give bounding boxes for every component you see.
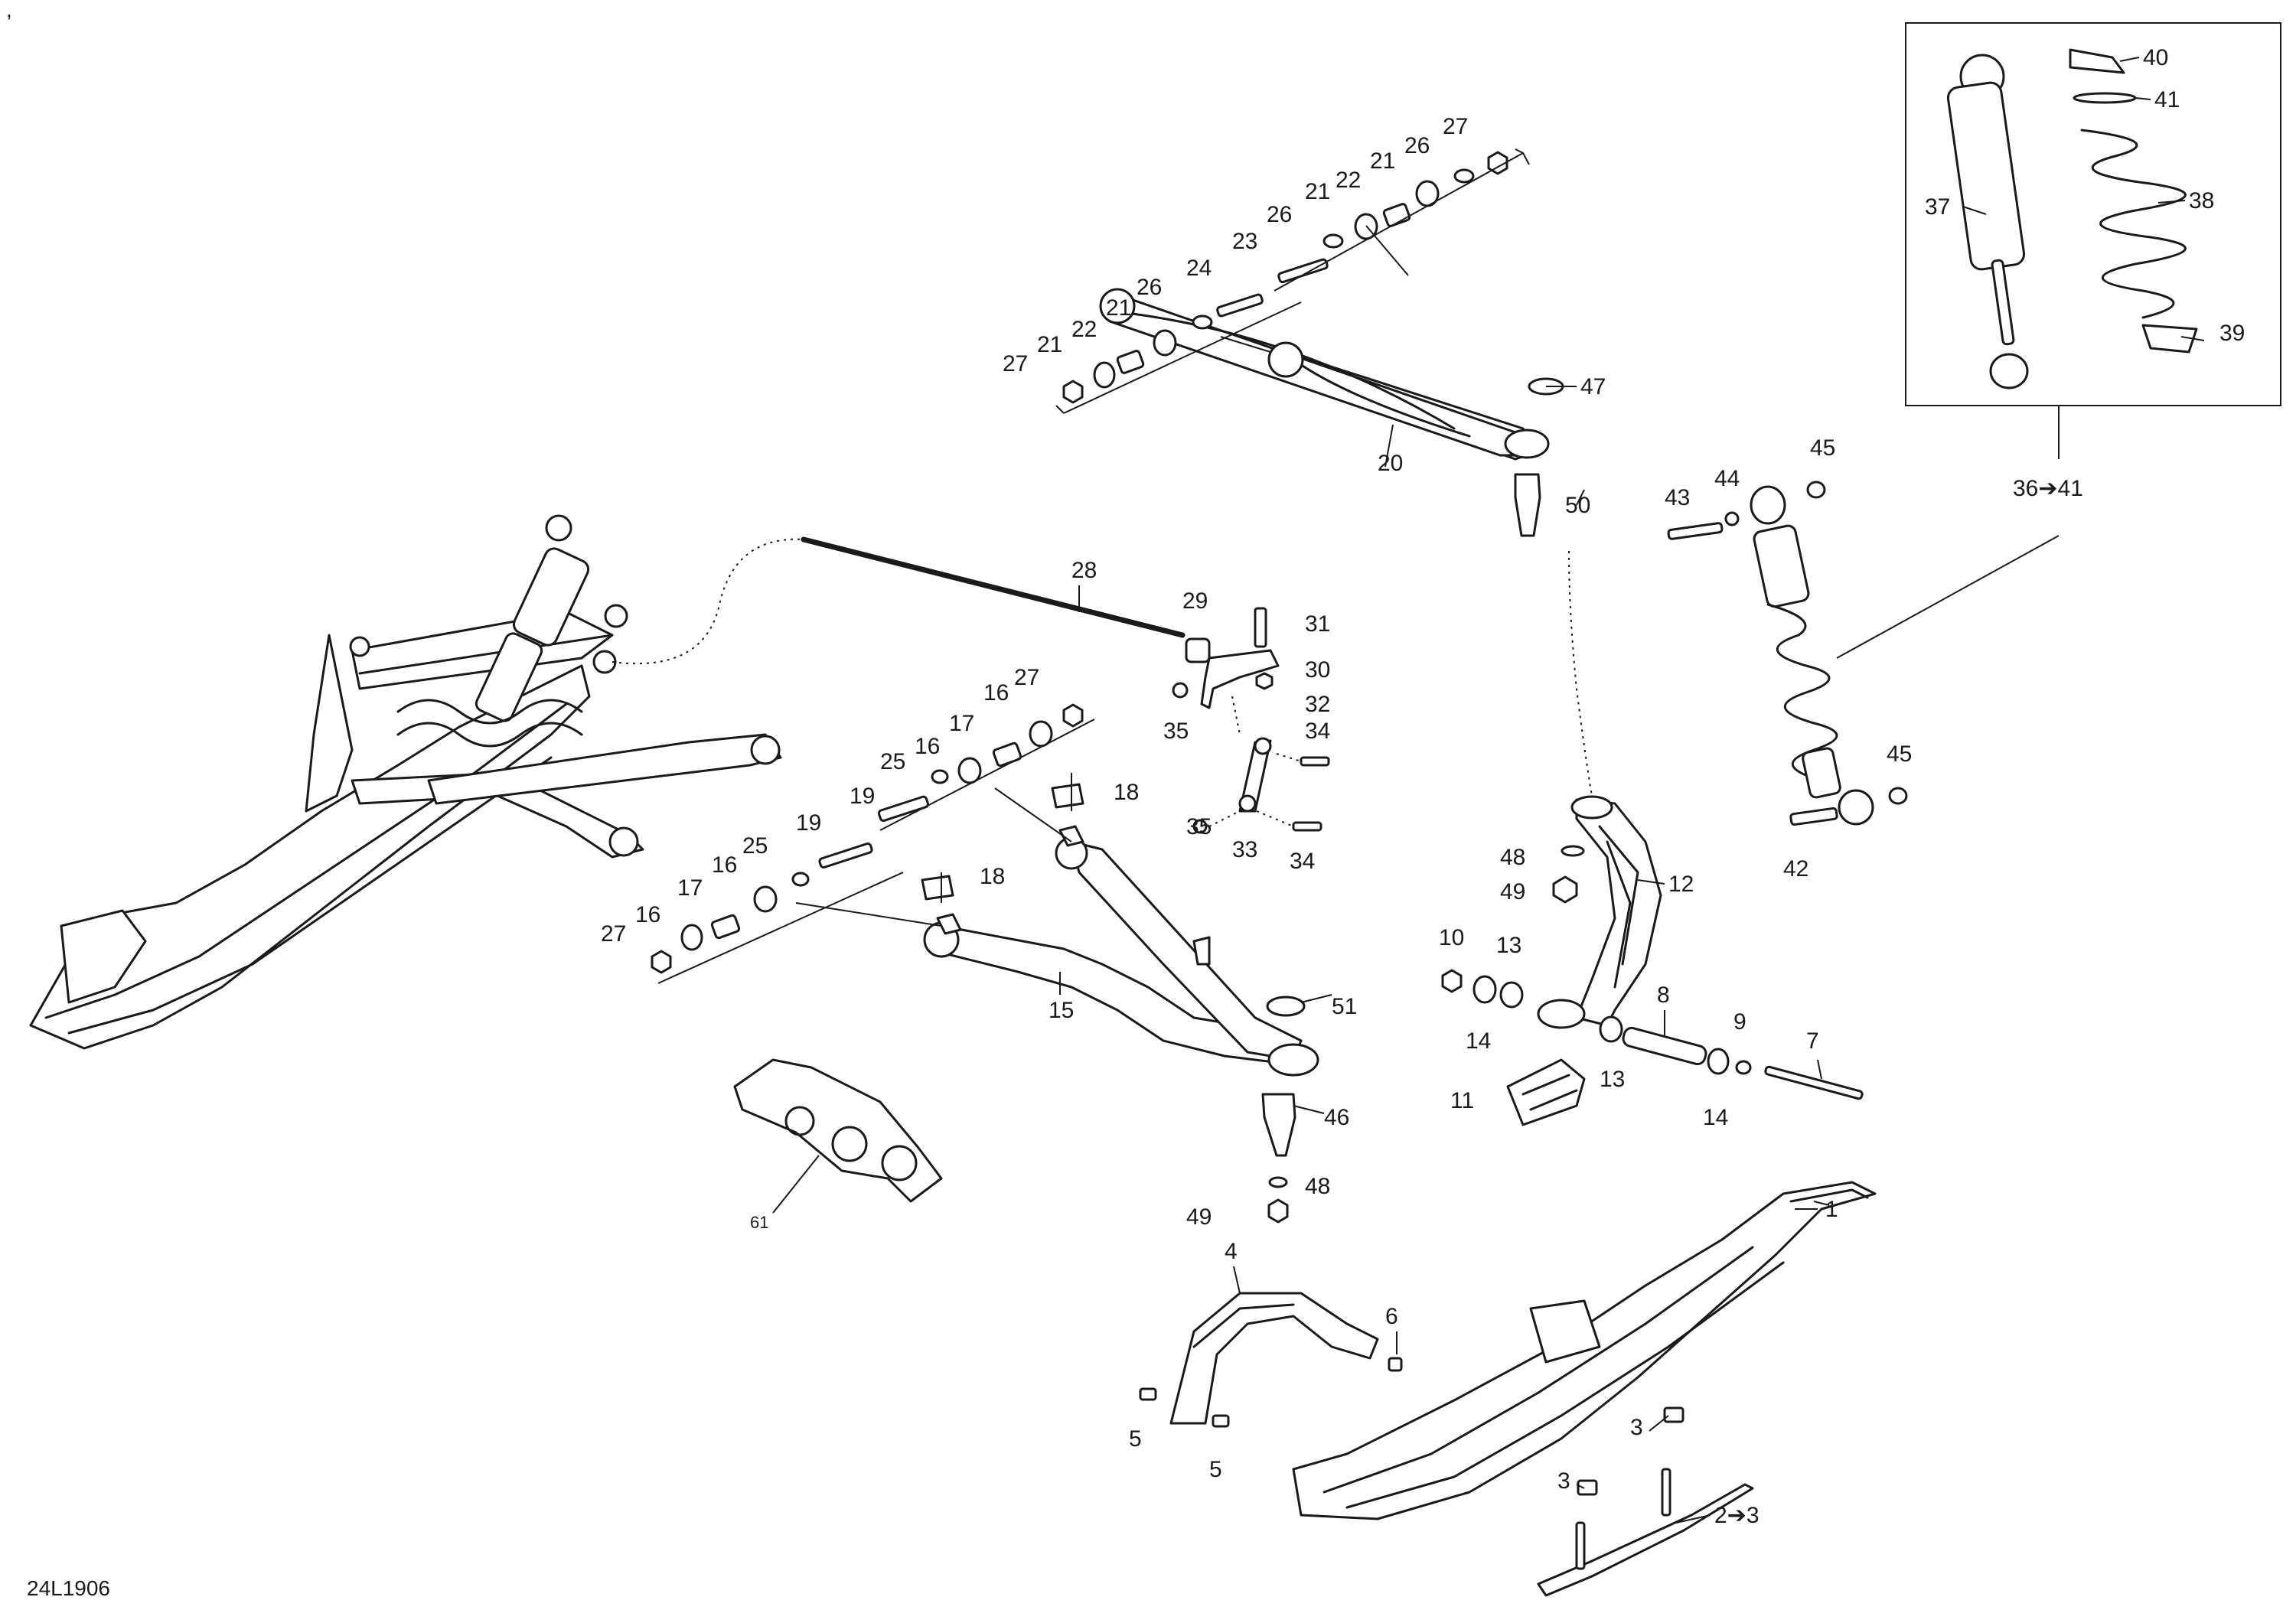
lower-arm-hardware — [651, 703, 1095, 984]
callout-13a: 13 — [1496, 933, 1521, 958]
callout-3b: 3 — [1557, 1468, 1570, 1494]
spindle — [1441, 795, 1864, 1126]
callout-32: 32 — [1305, 692, 1330, 717]
callout-5a: 5 — [1129, 1426, 1142, 1452]
callout-19a: 19 — [796, 810, 821, 836]
callout-22b: 22 — [1336, 168, 1361, 193]
callout-14a: 14 — [1466, 1028, 1491, 1054]
callout-23: 23 — [1232, 229, 1257, 254]
callout-37: 37 — [1925, 194, 1950, 220]
callout-27b: 27 — [1443, 114, 1468, 139]
callout-48a: 48 — [1500, 845, 1525, 870]
lower-a-arm — [923, 825, 1319, 1224]
ski-stopper — [1139, 1292, 1403, 1428]
callout-2: 2➔3 — [1714, 1503, 1760, 1528]
callout-25a: 25 — [742, 833, 768, 859]
callout-33: 33 — [1232, 837, 1257, 862]
callout-26c: 26 — [1404, 133, 1430, 158]
callout-21d: 21 — [1370, 148, 1395, 174]
callout-11: 11 — [1450, 1088, 1474, 1113]
callout-44: 44 — [1714, 466, 1740, 491]
callout-39: 39 — [2219, 321, 2245, 346]
callout-21a: 21 — [1037, 332, 1062, 357]
callout-49a: 49 — [1500, 879, 1525, 904]
corner-mark: , — [6, 0, 12, 21]
callout-8: 8 — [1657, 983, 1670, 1008]
upper-arm-hardware-front — [1055, 293, 1302, 414]
callout-16d: 16 — [983, 680, 1009, 706]
callout-29: 29 — [1182, 588, 1208, 614]
callout-43: 43 — [1665, 485, 1690, 510]
callout-9: 9 — [1733, 1009, 1746, 1035]
callout-35b: 35 — [1186, 814, 1212, 839]
sway-bar — [801, 536, 1330, 834]
callout-46: 46 — [1324, 1105, 1349, 1130]
shock-kit-inset — [1905, 22, 2281, 459]
callout-51: 51 — [1332, 994, 1357, 1019]
callout-24: 24 — [1186, 256, 1212, 281]
upper-arm-hardware-rear — [1274, 148, 1530, 292]
callout-25b: 25 — [880, 749, 905, 774]
callout-12: 12 — [1668, 872, 1694, 897]
callout-27c: 27 — [601, 921, 626, 947]
callout-30: 30 — [1305, 657, 1330, 683]
assembled-suspension-view — [29, 514, 782, 1050]
callout-14b: 14 — [1703, 1105, 1728, 1130]
callout-40: 40 — [2143, 45, 2168, 70]
upper-a-arm — [1099, 288, 1564, 537]
callout-16a: 16 — [635, 902, 660, 927]
callout-20: 20 — [1378, 451, 1403, 476]
callout-45a: 45 — [1810, 435, 1835, 461]
callout-49b: 49 — [1186, 1204, 1212, 1230]
callout-42: 42 — [1783, 856, 1808, 882]
callout-16c: 16 — [915, 734, 940, 759]
callout-35a: 35 — [1163, 719, 1189, 744]
leader-lines — [612, 225, 1830, 1206]
callout-17a: 17 — [677, 875, 703, 901]
callout-34b: 34 — [1290, 849, 1315, 874]
shock-absorber — [1667, 481, 2060, 826]
callout-41: 41 — [2154, 87, 2180, 112]
callout-28: 28 — [1071, 558, 1097, 583]
callout-26a: 26 — [1137, 275, 1162, 300]
callout-21c: 21 — [1305, 179, 1330, 204]
callout-3a: 3 — [1630, 1415, 1643, 1440]
callout-19b: 19 — [850, 784, 875, 809]
callout-18b: 18 — [980, 864, 1005, 889]
callout-21b: 21 — [1106, 295, 1131, 321]
callout-1: 1 — [1825, 1197, 1838, 1222]
diagram-code: 24L1906 — [27, 1576, 110, 1600]
callout-34a: 34 — [1305, 719, 1330, 744]
callout-27d: 27 — [1014, 665, 1039, 690]
callout-6: 6 — [1385, 1304, 1398, 1329]
callout-27a: 27 — [1003, 351, 1028, 376]
callout-13b: 13 — [1600, 1067, 1625, 1092]
callout-31: 31 — [1305, 611, 1330, 637]
callout-26b: 26 — [1267, 202, 1292, 227]
callout-16b: 16 — [712, 852, 737, 878]
callout-labels: 1 2➔3 3 3 4 5 5 6 7 8 9 10 11 12 13 13 1… — [601, 45, 2245, 1528]
callout-7: 7 — [1806, 1028, 1819, 1054]
callout-22a: 22 — [1071, 317, 1097, 342]
callout-10: 10 — [1439, 925, 1464, 950]
callout-38: 38 — [2189, 188, 2214, 213]
callout-5b: 5 — [1209, 1457, 1222, 1482]
callout-17b: 17 — [949, 711, 974, 736]
callout-18a: 18 — [1114, 780, 1139, 805]
ski — [1292, 1181, 1877, 1597]
callout-48b: 48 — [1305, 1174, 1330, 1199]
bracket — [733, 1058, 943, 1203]
callout-50: 50 — [1565, 493, 1590, 518]
callout-45b: 45 — [1887, 741, 1912, 767]
callout-36: 36➔41 — [2013, 476, 2083, 501]
callout-4: 4 — [1225, 1239, 1238, 1264]
callout-47: 47 — [1580, 374, 1606, 399]
callout-leaders — [772, 57, 2205, 1524]
callout-61: 61 — [750, 1213, 768, 1232]
callout-15: 15 — [1049, 998, 1074, 1023]
